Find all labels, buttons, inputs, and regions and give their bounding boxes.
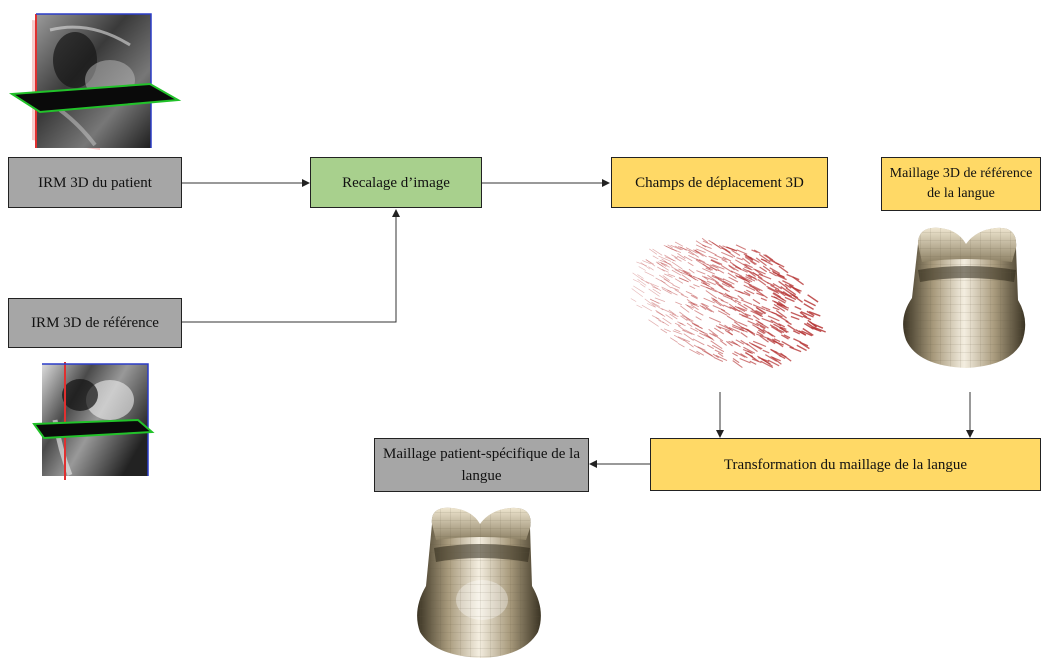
displacement-field-label: Champs de déplacement 3D	[635, 174, 804, 191]
registration-box: Recalage d’image	[310, 157, 482, 208]
reference-mesh-label: Maillage 3D de référence de la langue	[889, 166, 1033, 201]
arrow-reference-to-registration	[181, 209, 400, 323]
transformation-label: Transformation du maillage de la langue	[723, 456, 968, 473]
reference-mri-box: IRM 3D de référence	[8, 298, 182, 348]
reference-mesh-box: Maillage 3D de référence de la langue	[881, 157, 1041, 211]
patient-specific-mesh-box: Maillage patient-spécifique de la langue	[374, 438, 589, 492]
patient-mri-box: IRM 3D du patient	[8, 157, 182, 208]
reference-mri-label: IRM 3D de référence	[31, 315, 159, 331]
patient-mri-label: IRM 3D du patient	[38, 174, 152, 191]
displacement-field-box: Champs de déplacement 3D	[611, 157, 828, 208]
patient-specific-mesh-label: Maillage patient-spécifique de la langue	[383, 446, 580, 484]
transformation-box: Transformation du maillage de la langue	[650, 438, 1041, 491]
registration-label: Recalage d’image	[342, 174, 450, 191]
